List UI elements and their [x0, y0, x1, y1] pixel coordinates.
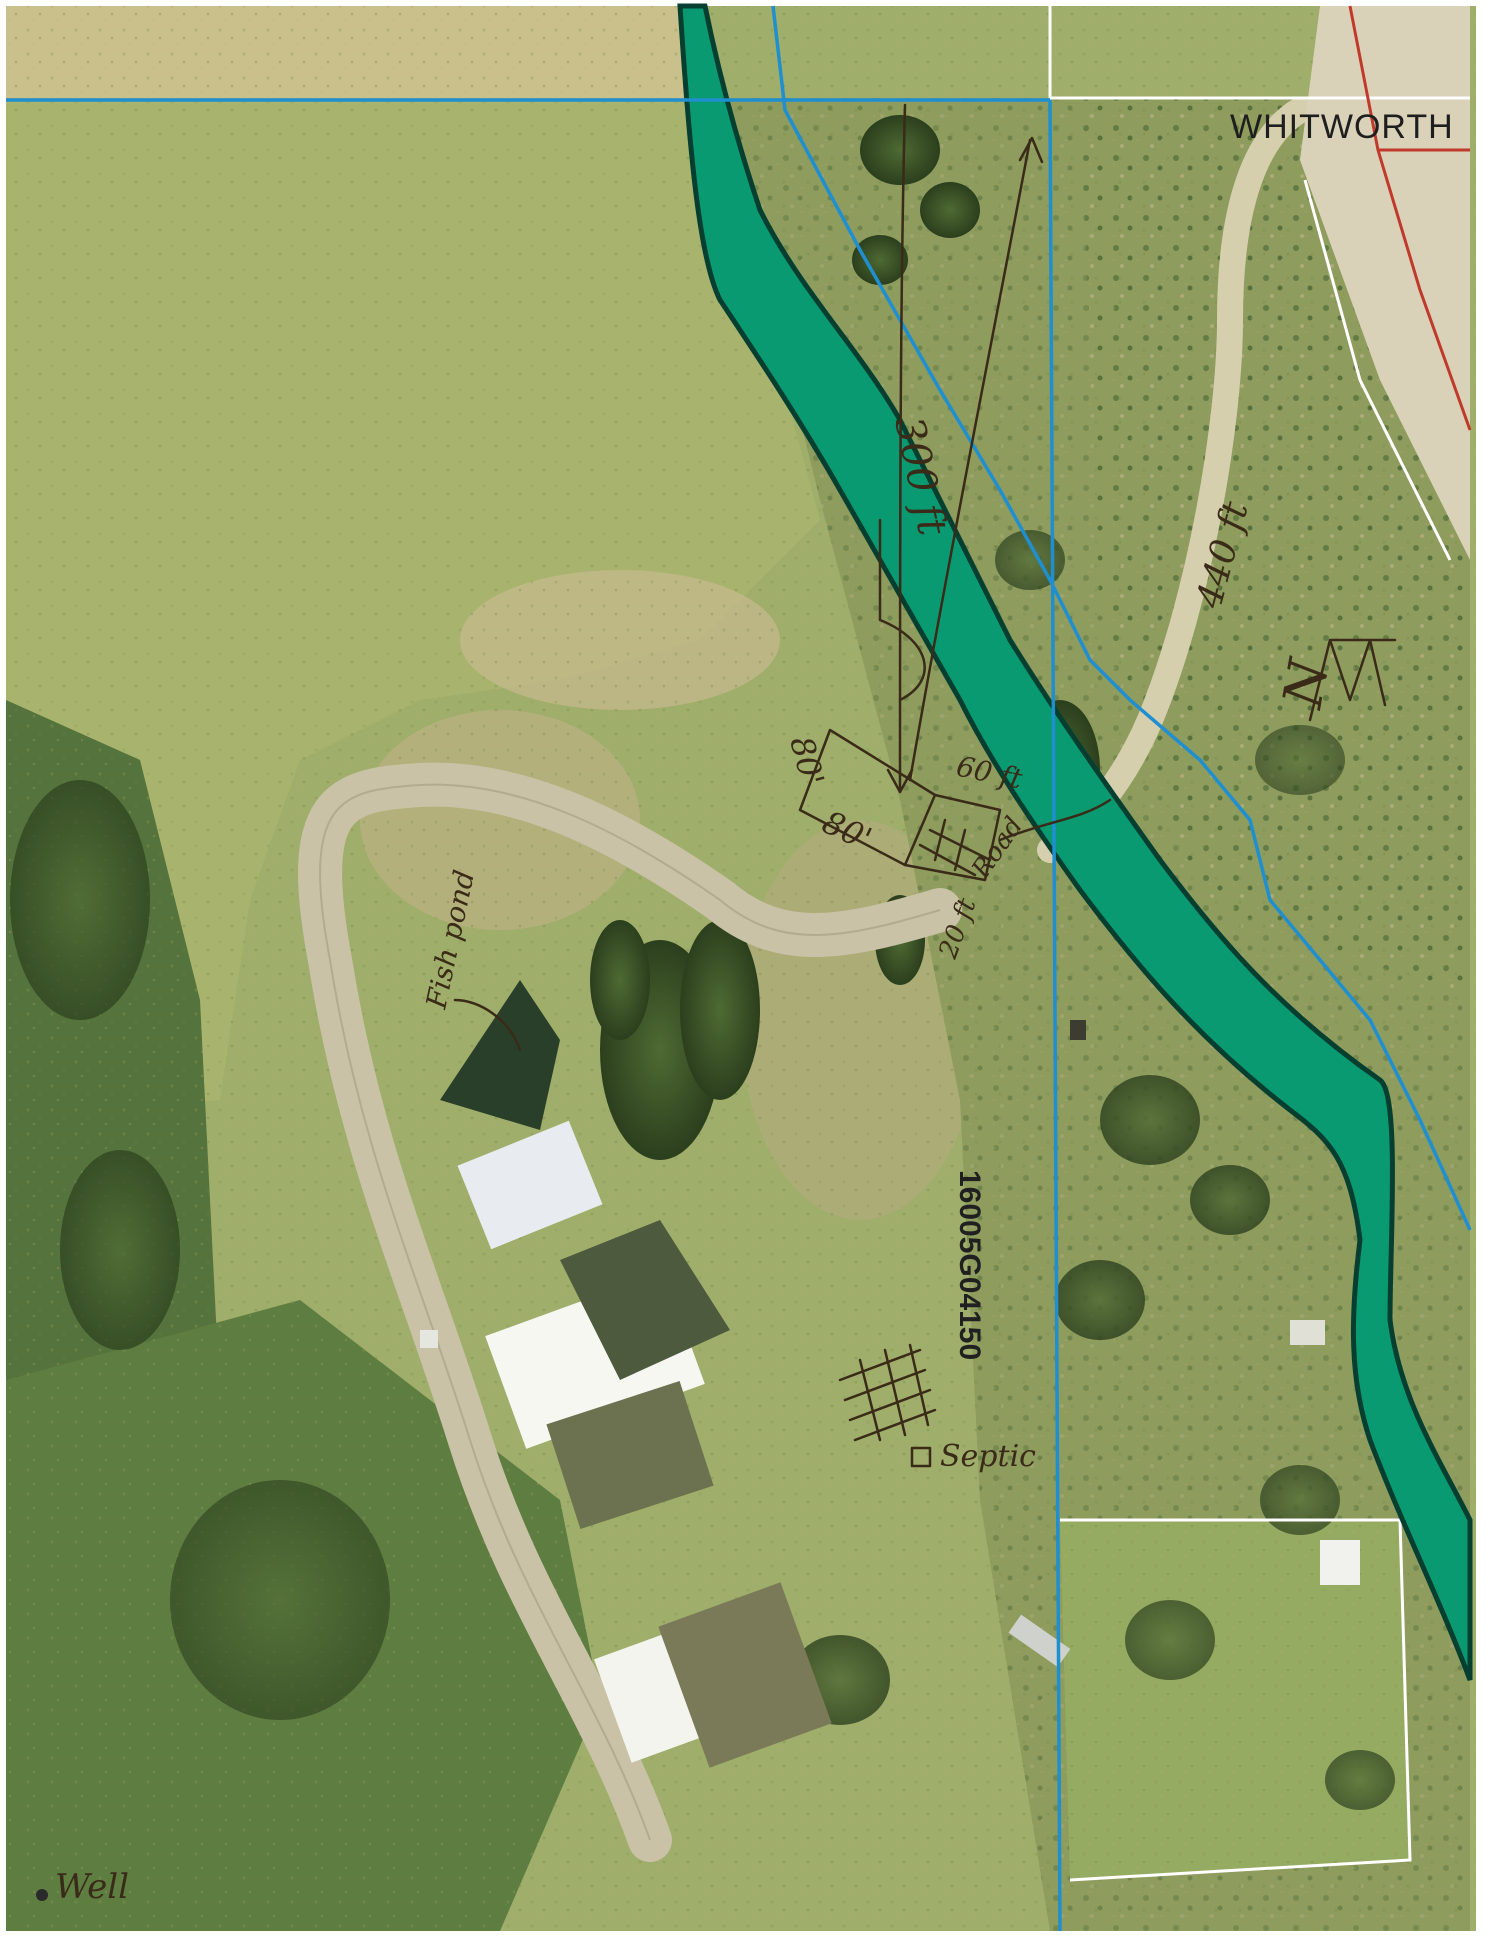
north-arrow-icon — [1308, 638, 1397, 722]
label-septic: Septic — [940, 1439, 1036, 1474]
drainfield-grid — [838, 1343, 937, 1442]
parcel-number-label: 16005G04150 — [953, 1170, 986, 1360]
measurement-arrow-440ft — [908, 138, 1032, 782]
street-label: WHITWORTH — [1230, 108, 1454, 146]
road-row-lines — [1348, 5, 1472, 431]
parcel-boundaries — [6, 5, 1472, 1932]
buildings — [420, 980, 1360, 1768]
well-marker — [36, 1889, 48, 1901]
measurement-arrow-300ft — [898, 103, 907, 792]
tree-clusters — [10, 115, 1395, 1810]
septic-tank-marker — [910, 1446, 932, 1468]
handwritten-annotations: 300 ft 440 ft 80' 80' 60 ft Road 20 ft N… — [36, 103, 1397, 1907]
whitworth-road — [1300, 6, 1470, 560]
canal — [677, 3, 1473, 1681]
label-well: Well — [55, 1867, 129, 1907]
access-road — [1037, 97, 1313, 863]
